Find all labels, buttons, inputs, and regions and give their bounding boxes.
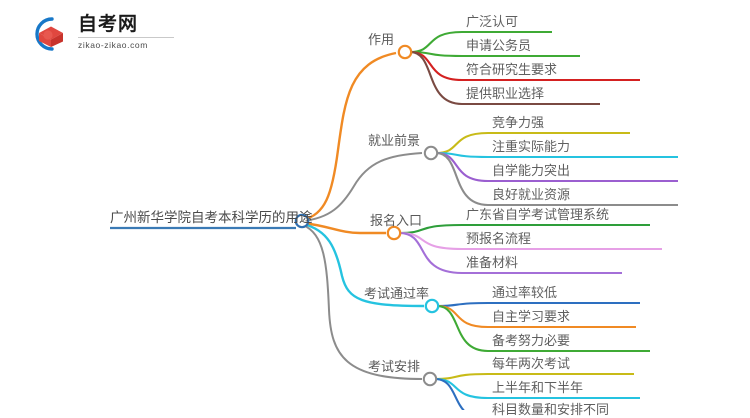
branch-node-zuoyong[interactable] bbox=[397, 44, 413, 60]
branch-label-zuoyong[interactable]: 作用 bbox=[368, 33, 395, 48]
leaf-label[interactable]: 广东省自学考试管理系统 bbox=[466, 208, 610, 223]
leaf-connector bbox=[436, 304, 650, 353]
site-logo: 自考网 zikao-zikao.com bbox=[26, 12, 176, 58]
leaf-label[interactable]: 良好就业资源 bbox=[492, 188, 571, 203]
leaf-label[interactable]: 提供职业选择 bbox=[466, 87, 545, 102]
trunk-kaoshitongguolv bbox=[302, 222, 425, 308]
leaf-label[interactable]: 广泛认可 bbox=[466, 15, 519, 30]
logo-domain: zikao-zikao.com bbox=[78, 40, 148, 50]
branch-label-jiuyeqianjing[interactable]: 就业前景 bbox=[368, 134, 421, 149]
trunk-jiuyeqianjing bbox=[302, 152, 423, 222]
leaf-label[interactable]: 上半年和下半年 bbox=[492, 381, 584, 396]
trunk-baomingrukou bbox=[302, 221, 386, 235]
leaf-connector bbox=[434, 372, 634, 381]
leaf-label[interactable]: 符合研究生要求 bbox=[466, 63, 558, 78]
leaf-label[interactable]: 准备材料 bbox=[466, 256, 519, 271]
root-label[interactable]: 广州新华学院自考本科学历的用途 bbox=[110, 210, 313, 226]
leaf-label[interactable]: 通过率较低 bbox=[492, 286, 558, 301]
leaf-label[interactable]: 申请公务员 bbox=[466, 39, 532, 54]
root-node[interactable] bbox=[294, 213, 310, 229]
leaf-label[interactable]: 注重实际能力 bbox=[492, 140, 571, 155]
leaf-label[interactable]: 竞争力强 bbox=[492, 116, 545, 131]
branch-label-kaoshianpai[interactable]: 考试安排 bbox=[368, 360, 421, 375]
zikao-logo-icon bbox=[26, 14, 70, 54]
leaf-label[interactable]: 科目数量和安排不同 bbox=[492, 403, 610, 418]
leaf-label[interactable]: 预报名流程 bbox=[466, 232, 532, 247]
leaf-label[interactable]: 自主学习要求 bbox=[492, 310, 571, 325]
leaf-connector bbox=[436, 301, 640, 308]
leaf-connector bbox=[409, 50, 600, 106]
leaf-connectors bbox=[398, 30, 678, 410]
leaf-label[interactable]: 备考努力必要 bbox=[492, 334, 571, 349]
logo-text: 自考网 zikao-zikao.com bbox=[78, 12, 178, 56]
logo-title: 自考网 bbox=[78, 13, 139, 35]
leaf-connector bbox=[435, 151, 678, 207]
branch-node-baomingrukou[interactable] bbox=[386, 225, 402, 241]
leaf-label[interactable]: 自学能力突出 bbox=[492, 164, 571, 179]
branch-node-jiuyeqianjing[interactable] bbox=[423, 145, 439, 161]
branch-label-kaoshitongguolv[interactable]: 考试通过率 bbox=[364, 287, 430, 302]
logo-divider bbox=[78, 37, 174, 38]
leaf-connector bbox=[398, 231, 622, 275]
branch-node-kaoshitongguolv[interactable] bbox=[424, 298, 440, 314]
leaf-label[interactable]: 每年两次考试 bbox=[492, 357, 571, 372]
branch-label-baomingrukou[interactable]: 报名入口 bbox=[370, 214, 423, 229]
trunk-kaoshianpai bbox=[302, 224, 423, 380]
trunk-zuoyong bbox=[302, 51, 397, 222]
leaf-connector bbox=[434, 377, 465, 410]
branch-node-kaoshianpai[interactable] bbox=[422, 371, 438, 387]
